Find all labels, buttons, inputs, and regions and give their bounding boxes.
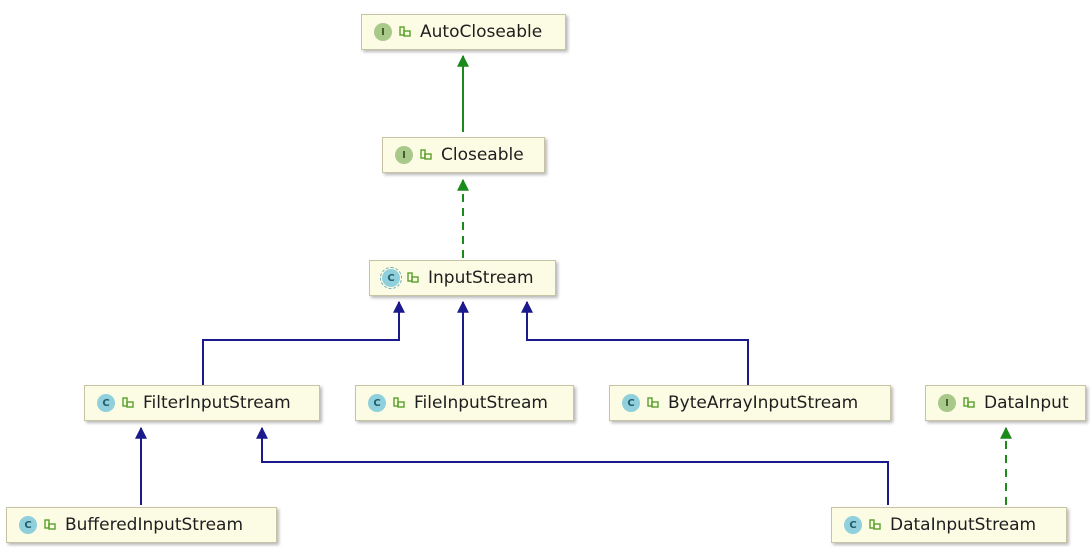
- node-bytearrayinputstream[interactable]: C ByteArrayInputStream: [609, 385, 891, 421]
- class-icon: C: [622, 394, 640, 412]
- node-filterinputstream[interactable]: C FilterInputStream: [84, 385, 320, 421]
- node-datainputstream[interactable]: C DataInputStream: [831, 507, 1067, 543]
- public-icon: [420, 149, 432, 160]
- node-inputstream[interactable]: C InputStream: [369, 260, 556, 296]
- public-icon: [869, 519, 881, 530]
- node-closeable[interactable]: I Closeable: [382, 137, 545, 173]
- node-label: AutoCloseable: [420, 22, 543, 42]
- public-icon: [963, 397, 975, 408]
- public-icon: [647, 397, 659, 408]
- node-datainput[interactable]: I DataInput: [925, 385, 1086, 421]
- abstract-class-icon: C: [380, 267, 402, 289]
- edge-filterinputstream-inputstream: [202, 300, 405, 385]
- node-bufferedinputstream[interactable]: C BufferedInputStream: [6, 507, 277, 543]
- class-icon: C: [368, 394, 386, 412]
- class-icon: C: [844, 516, 862, 534]
- class-icon: C: [19, 516, 37, 534]
- public-icon: [44, 519, 56, 530]
- node-label: FileInputStream: [414, 393, 548, 413]
- node-label: FilterInputStream: [143, 393, 291, 413]
- edge-datainputstream-filterinputstream: [256, 426, 889, 505]
- edge-bytearrayinputstream-inputstream: [521, 300, 749, 385]
- public-icon: [122, 397, 134, 408]
- public-icon: [393, 397, 405, 408]
- node-label: ByteArrayInputStream: [668, 393, 859, 413]
- node-fileinputstream[interactable]: C FileInputStream: [355, 385, 574, 421]
- interface-icon: I: [938, 394, 956, 412]
- public-icon: [399, 26, 411, 37]
- public-icon: [407, 272, 419, 283]
- node-label: InputStream: [428, 268, 534, 288]
- node-label: Closeable: [441, 145, 524, 165]
- class-icon: C: [97, 394, 115, 412]
- node-autocloseable[interactable]: I AutoCloseable: [361, 14, 566, 50]
- node-label: DataInputStream: [890, 515, 1037, 535]
- interface-icon: I: [374, 23, 392, 41]
- node-label: BufferedInputStream: [65, 515, 244, 535]
- node-label: DataInput: [984, 393, 1069, 413]
- interface-icon: I: [395, 146, 413, 164]
